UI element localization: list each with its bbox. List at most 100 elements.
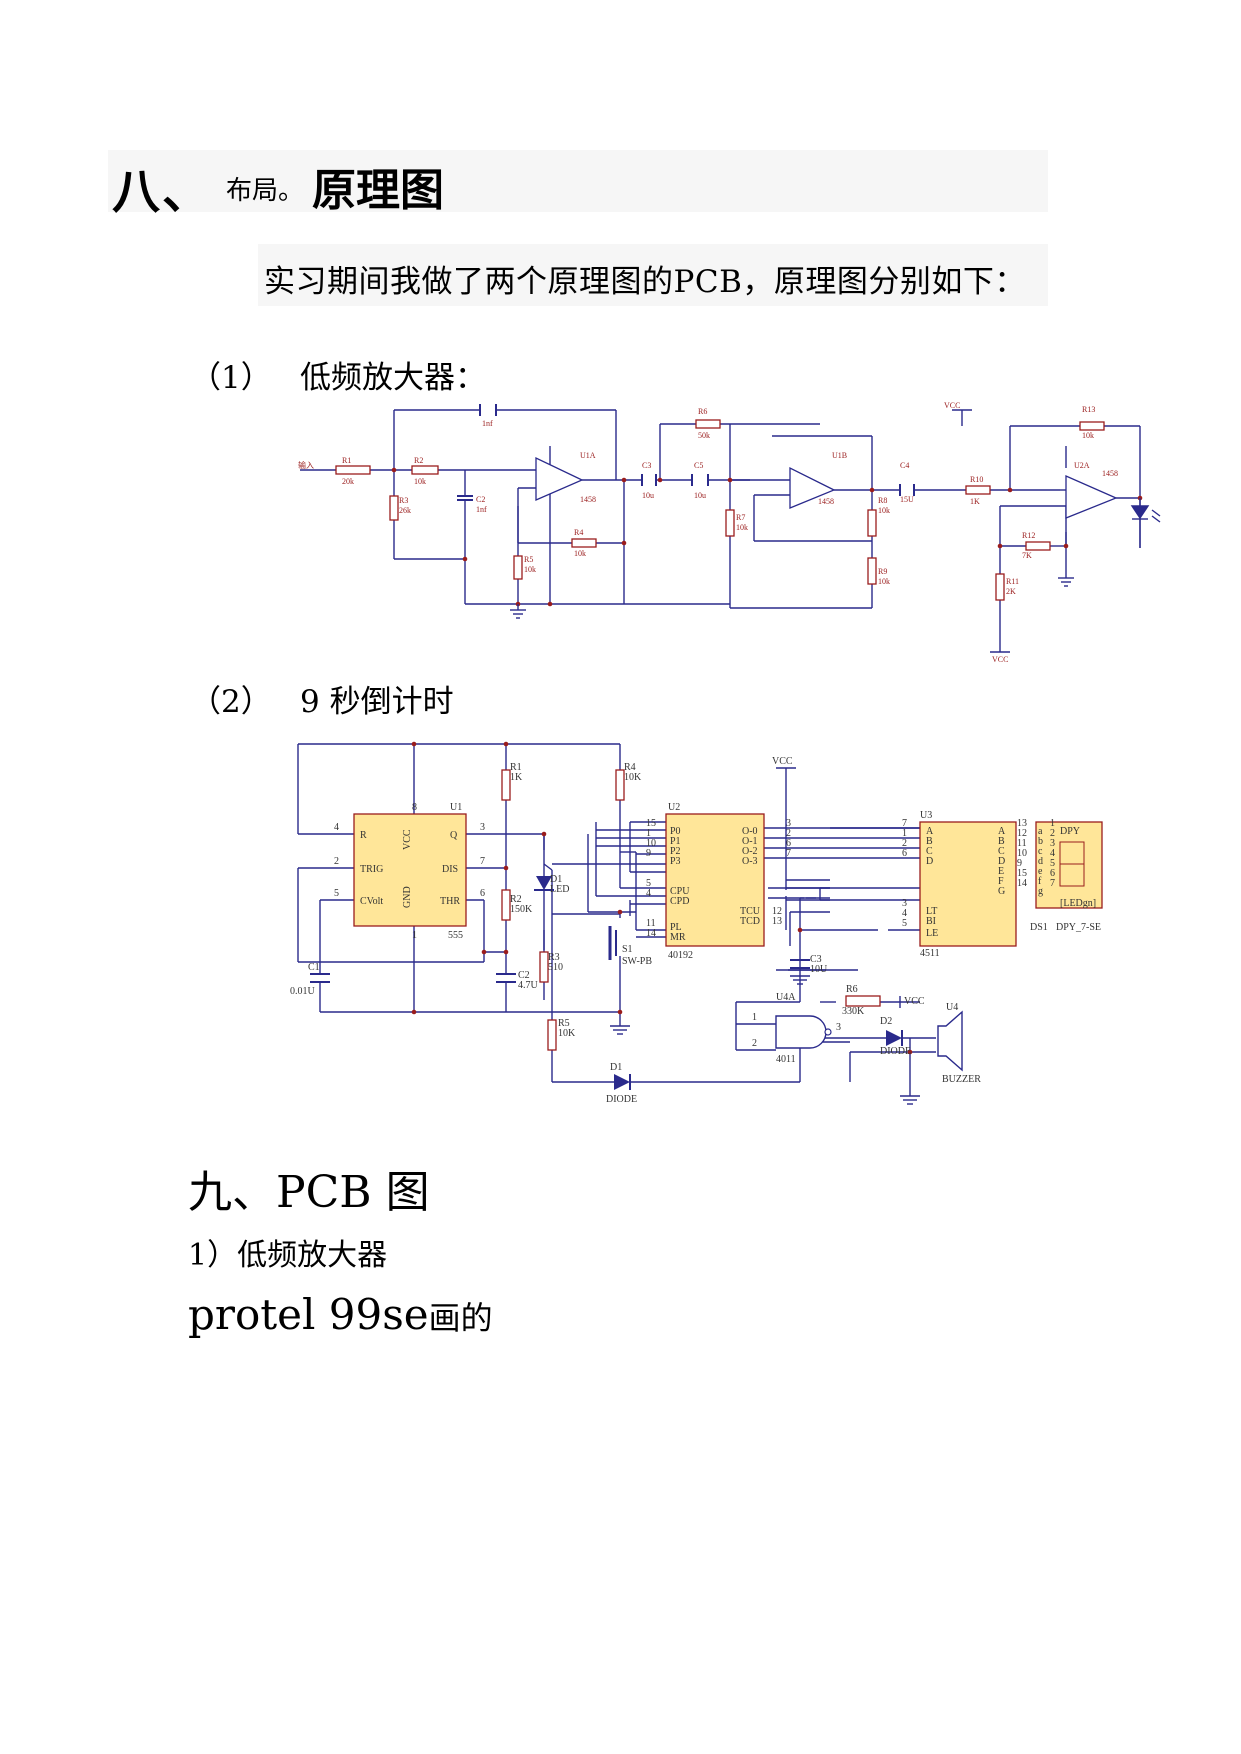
svg-text:U1: U1 bbox=[450, 802, 462, 813]
svg-text:b: b bbox=[1038, 836, 1043, 847]
svg-text:2: 2 bbox=[902, 838, 907, 849]
svg-text:R13: R13 bbox=[1082, 405, 1095, 414]
svg-text:U4A: U4A bbox=[776, 992, 796, 1003]
svg-text:R11: R11 bbox=[1006, 577, 1019, 586]
svg-text:5: 5 bbox=[1050, 858, 1055, 869]
section-number: 八、 bbox=[112, 164, 213, 220]
svg-text:1nf: 1nf bbox=[476, 505, 487, 514]
svg-text:U1A: U1A bbox=[580, 451, 596, 460]
svg-text:10k: 10k bbox=[414, 477, 426, 486]
svg-text:1458: 1458 bbox=[1102, 469, 1118, 478]
svg-text:150K: 150K bbox=[510, 904, 533, 915]
svg-text:5: 5 bbox=[902, 918, 907, 929]
svg-text:510: 510 bbox=[548, 962, 563, 973]
svg-text:10: 10 bbox=[1017, 848, 1027, 859]
svg-text:LT: LT bbox=[926, 906, 937, 917]
intro-band bbox=[258, 244, 1048, 306]
svg-text:GND: GND bbox=[402, 886, 413, 908]
heading-band bbox=[108, 150, 1048, 212]
svg-text:D: D bbox=[998, 856, 1005, 867]
svg-text:e: e bbox=[1038, 866, 1043, 877]
svg-text:R1: R1 bbox=[342, 456, 351, 465]
svg-text:O-1: O-1 bbox=[742, 836, 758, 847]
svg-text:10u: 10u bbox=[694, 491, 706, 500]
svg-text:4011: 4011 bbox=[776, 1054, 796, 1065]
svg-text:D1: D1 bbox=[610, 1062, 622, 1073]
svg-text:7: 7 bbox=[786, 848, 791, 859]
svg-text:Q: Q bbox=[450, 830, 458, 841]
svg-text:TRIG: TRIG bbox=[360, 864, 383, 875]
svg-text:1: 1 bbox=[412, 930, 417, 941]
svg-text:14: 14 bbox=[1017, 878, 1027, 889]
svg-text:B: B bbox=[998, 836, 1005, 847]
svg-text:4: 4 bbox=[646, 888, 651, 899]
svg-text:10k: 10k bbox=[878, 506, 890, 515]
section-title: 原理图 bbox=[312, 165, 444, 216]
svg-text:DPY: DPY bbox=[1060, 826, 1080, 837]
svg-text:3: 3 bbox=[902, 898, 907, 909]
svg-text:U4: U4 bbox=[946, 1002, 958, 1013]
svg-text:15U: 15U bbox=[900, 495, 914, 504]
svg-text:C1: C1 bbox=[308, 962, 320, 973]
svg-text:PL: PL bbox=[670, 922, 682, 933]
schematic2-label-text: 9 秒倒计时 bbox=[300, 684, 454, 720]
svg-text:C2: C2 bbox=[476, 495, 485, 504]
svg-text:3: 3 bbox=[836, 1022, 841, 1033]
svg-text:4: 4 bbox=[902, 908, 907, 919]
section9-tool-line: protel 99se画的 bbox=[188, 1290, 493, 1339]
svg-text:B: B bbox=[926, 836, 933, 847]
svg-text:3: 3 bbox=[480, 822, 485, 833]
svg-text:1: 1 bbox=[1050, 818, 1055, 829]
svg-text:1K: 1K bbox=[970, 497, 980, 506]
svg-text:R10: R10 bbox=[970, 475, 983, 484]
svg-text:15: 15 bbox=[1017, 868, 1027, 879]
svg-text:20k: 20k bbox=[342, 477, 354, 486]
svg-text:C5: C5 bbox=[694, 461, 703, 470]
svg-text:E: E bbox=[998, 866, 1004, 877]
svg-text:P2: P2 bbox=[670, 846, 681, 857]
svg-text:5: 5 bbox=[334, 888, 339, 899]
svg-text:CVolt: CVolt bbox=[360, 896, 383, 907]
svg-text:R3: R3 bbox=[548, 952, 560, 963]
svg-text:VCC: VCC bbox=[402, 829, 413, 850]
svg-text:2: 2 bbox=[786, 828, 791, 839]
svg-text:R12: R12 bbox=[1022, 531, 1035, 540]
svg-text:DIODE: DIODE bbox=[880, 1046, 911, 1057]
svg-text:U3: U3 bbox=[920, 810, 932, 821]
svg-text:P0: P0 bbox=[670, 826, 681, 837]
svg-text:555: 555 bbox=[448, 930, 463, 941]
tool-name: protel 99se bbox=[188, 1290, 429, 1339]
svg-text:R4: R4 bbox=[624, 762, 636, 773]
svg-text:R5: R5 bbox=[558, 1018, 570, 1029]
svg-text:f: f bbox=[1038, 876, 1042, 887]
svg-text:4511: 4511 bbox=[920, 948, 940, 959]
svg-text:R1: R1 bbox=[510, 762, 522, 773]
svg-text:R2: R2 bbox=[510, 894, 522, 905]
svg-text:10K: 10K bbox=[624, 772, 642, 783]
svg-text:6: 6 bbox=[480, 888, 485, 899]
svg-text:R: R bbox=[360, 830, 367, 841]
svg-text:O-3: O-3 bbox=[742, 856, 758, 867]
svg-text:c: c bbox=[1038, 846, 1043, 857]
svg-text:11: 11 bbox=[1017, 838, 1027, 849]
svg-text:R3: R3 bbox=[399, 496, 408, 505]
svg-text:40192: 40192 bbox=[668, 950, 693, 961]
svg-text:C: C bbox=[998, 846, 1005, 857]
svg-text:g: g bbox=[1038, 886, 1043, 897]
svg-text:C2: C2 bbox=[518, 970, 530, 981]
tool-suffix: 画的 bbox=[428, 1299, 493, 1337]
svg-text:12: 12 bbox=[772, 906, 782, 917]
svg-text:D: D bbox=[926, 856, 933, 867]
svg-text:10k: 10k bbox=[1082, 431, 1094, 440]
svg-text:a: a bbox=[1038, 826, 1043, 837]
svg-text:A: A bbox=[926, 826, 934, 837]
svg-text:A: A bbox=[998, 826, 1006, 837]
svg-text:R4: R4 bbox=[574, 528, 583, 537]
svg-text:VCC: VCC bbox=[772, 756, 793, 767]
svg-text:10k: 10k bbox=[878, 577, 890, 586]
schematic1-label-index: （1） bbox=[190, 360, 272, 396]
svg-text:5: 5 bbox=[646, 878, 651, 889]
svg-text:9: 9 bbox=[646, 848, 651, 859]
